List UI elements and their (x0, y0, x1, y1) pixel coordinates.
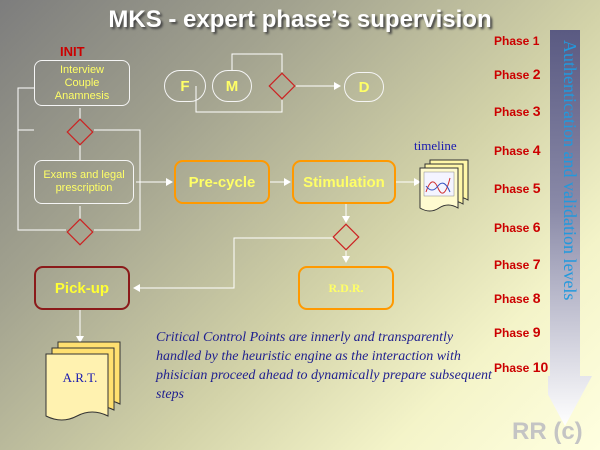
phase-label: Phase (494, 34, 530, 48)
phase-item: Phase 7 (494, 256, 541, 272)
donor-node: D (344, 72, 384, 102)
exams-line: prescription (55, 182, 113, 194)
timeline-document-icon (419, 159, 469, 212)
phase-number: 10 (532, 359, 549, 375)
phase-number: 6 (532, 219, 541, 235)
phase-item: Phase 3 (494, 103, 541, 119)
phase-label: Phase (494, 292, 530, 306)
critical-control-note: Critical Control Points are innerly and … (156, 330, 492, 402)
phase-label: Phase (494, 144, 530, 158)
art-document-icon (45, 341, 121, 421)
interview-box: Interview Couple Anamnesis (34, 60, 130, 106)
phase-item: Phase 8 (494, 290, 541, 306)
phase-label: Phase (494, 105, 530, 119)
phase-number: 9 (532, 324, 541, 340)
phase-label: Phase (494, 361, 530, 375)
phase-number: 5 (532, 180, 541, 196)
decision-diamond (268, 72, 296, 100)
art-label: A.R.T. (62, 370, 98, 385)
phase-label: Phase (494, 258, 530, 272)
phase-item: Phase 5 (494, 180, 541, 196)
phase-number: 8 (532, 290, 541, 306)
phase-item: Phase 1 (494, 34, 539, 48)
phase-label: Phase (494, 326, 530, 340)
phase-number: 2 (532, 66, 541, 82)
phase-item: Phase 10 (494, 359, 548, 375)
exams-line: Exams and legal (43, 169, 125, 181)
interview-line: Interview (59, 63, 105, 76)
phase-label: Phase (494, 68, 530, 82)
phase-item: Phase 2 (494, 66, 541, 82)
phase-number: 1 (532, 34, 540, 48)
phase-label: Phase (494, 182, 530, 196)
page-title: MKS - expert phase’s supervision (108, 6, 492, 33)
copyright-mark: RR (c) (512, 418, 583, 445)
init-label: INIT (60, 44, 85, 59)
timeline-label: timeline (414, 138, 457, 153)
mother-node: M (212, 70, 252, 102)
phase-item: Phase 4 (494, 142, 541, 158)
phase-number: 4 (532, 142, 541, 158)
decision-diamond (66, 218, 94, 246)
father-node: F (164, 70, 206, 102)
decision-diamond (332, 223, 360, 251)
phase-number: 7 (532, 256, 541, 272)
pickup-box: Pick-up (34, 266, 130, 310)
stimulation-box: Stimulation (292, 160, 396, 204)
phase-label: Phase (494, 221, 530, 235)
interview-line: Anamnesis (54, 89, 110, 102)
phase-item: Phase 9 (494, 324, 541, 340)
precycle-box: Pre-cycle (174, 160, 270, 204)
validation-levels-arrow (548, 30, 592, 426)
interview-line: Couple (64, 76, 100, 89)
rdr-box: R.D.R. (298, 266, 394, 310)
phase-item: Phase 6 (494, 219, 541, 235)
rdr-label: R.D.R. (328, 280, 364, 295)
exams-box: Exams and legal prescription (34, 160, 134, 204)
decision-diamond (66, 118, 94, 146)
phase-number: 3 (532, 103, 541, 119)
validation-levels-label: Authentication and validation levels (560, 40, 580, 301)
